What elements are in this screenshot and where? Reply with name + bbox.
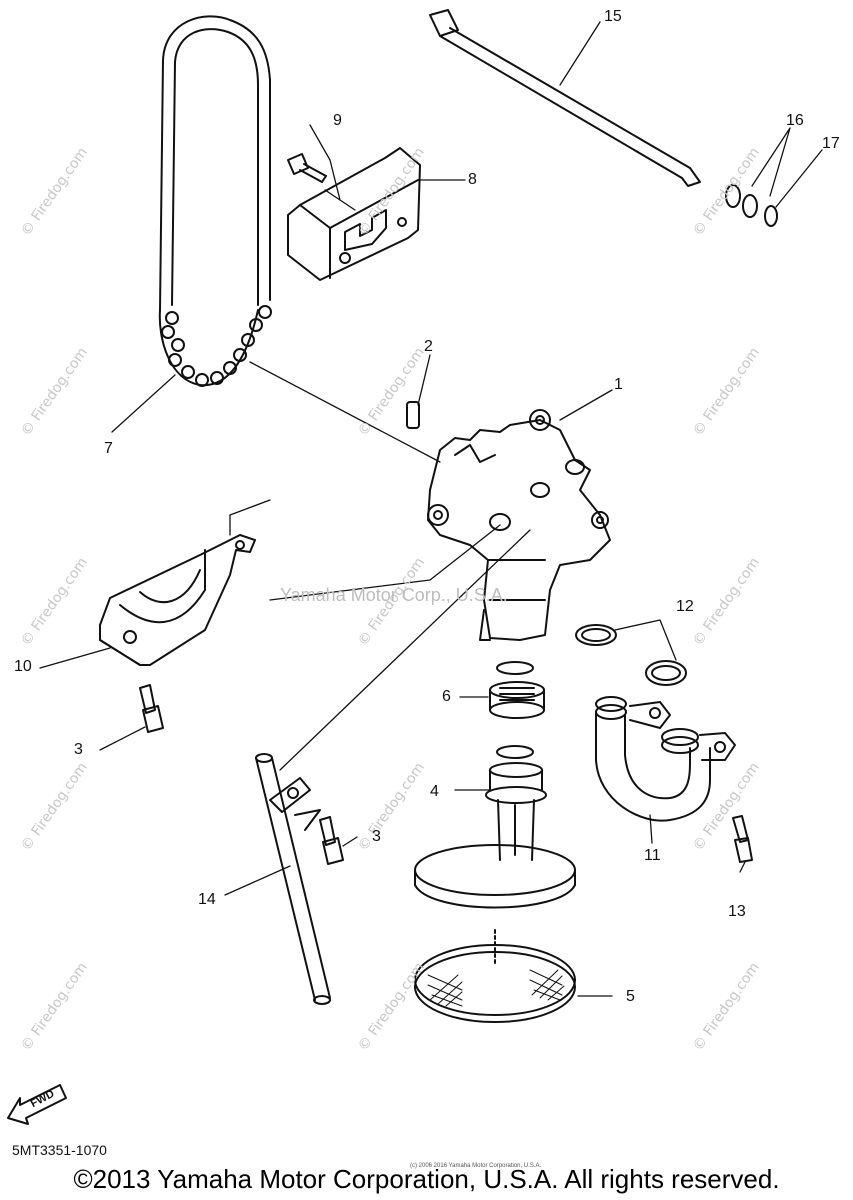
callout-14: 14 [198, 891, 216, 908]
bolt-part-3-lower [319, 816, 344, 865]
callout-13: 13 [728, 903, 746, 920]
callout-8: 8 [468, 171, 477, 188]
bolt-part-9 [287, 153, 327, 183]
screen-part-5 [414, 929, 576, 1023]
dowel-pin-part-2 [406, 401, 420, 429]
oil-pipe-part-15 [429, 9, 701, 187]
oil-pump-part-1 [427, 409, 611, 641]
callout-17: 17 [822, 135, 840, 152]
copyright-footer: ©2013 Yamaha Motor Corporation, U.S.A. A… [73, 1164, 780, 1194]
o-rings-part-16-17 [725, 184, 778, 227]
callout-15: 15 [604, 8, 622, 25]
fwd-arrow-icon [7, 1084, 67, 1125]
chain-guide-part-8 [287, 147, 421, 281]
oil-delivery-pipe-part-11 [595, 696, 736, 822]
callout-1: 1 [614, 376, 623, 393]
callout-7: 7 [104, 440, 113, 457]
leader-lines [39, 21, 823, 997]
bolt-part-13 [732, 815, 753, 863]
callout-16: 16 [786, 112, 804, 129]
part-code: 5MT3351-1070 [12, 1142, 107, 1158]
callout-9: 9 [333, 112, 342, 129]
gaskets-part-12 [575, 624, 687, 686]
baffle-plate-part-10 [99, 534, 256, 666]
seal-part-6 [489, 661, 545, 719]
strainer-housing-part-4 [414, 745, 576, 909]
rod-part-14 [255, 753, 331, 1005]
small-copyright: (c) 2006 2016 Yamaha Motor Corporation, … [410, 1163, 542, 1169]
callout-2: 2 [424, 338, 433, 355]
callout-10: 10 [14, 658, 32, 675]
callout-3-left: 3 [74, 741, 83, 758]
callout-5: 5 [626, 988, 635, 1005]
timing-chain [158, 15, 272, 387]
callout-6: 6 [442, 688, 451, 705]
bolt-part-3-upper [139, 684, 164, 733]
callout-3-right: 3 [372, 828, 381, 845]
callout-4: 4 [430, 783, 439, 800]
callout-12: 12 [676, 598, 694, 615]
callout-11: 11 [644, 847, 661, 864]
watermark-center: Yamaha Motor Corp., U.S.A. [280, 585, 508, 605]
